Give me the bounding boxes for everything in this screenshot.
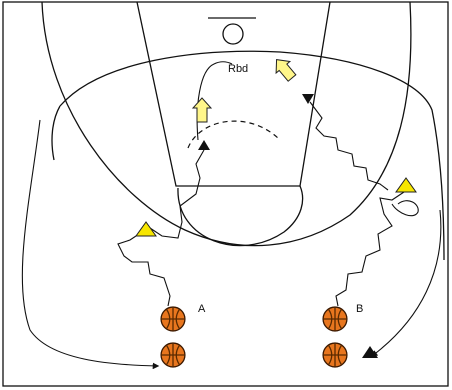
dribble-path-left: [117, 231, 171, 307]
rim: [222, 23, 244, 45]
basketball-icon: [160, 342, 186, 368]
dribble-path-left-up: [149, 149, 205, 239]
dribble-path-right: [335, 191, 405, 307]
basketball-icon: [322, 342, 348, 368]
player-b-label: B: [356, 303, 363, 315]
rebound-label: Rbd: [228, 63, 248, 75]
player-a-label: A: [198, 303, 206, 315]
right-loop: [391, 200, 419, 217]
basketball-icon: [322, 306, 348, 332]
free-throw-lane: [136, 1, 331, 187]
basketball-icon: [160, 306, 186, 332]
defender-bottom-right-icon: [362, 346, 378, 358]
defender-top-right-icon: [302, 94, 314, 104]
three-point-line: [41, 1, 412, 247]
outer-arc: [59, 50, 445, 261]
dribble-path-right-up: [309, 101, 389, 191]
left-cut-path: [21, 119, 160, 370]
defender-center-icon: [198, 140, 210, 150]
offense-left-icon: [135, 221, 157, 237]
screen-arrow-left: [191, 97, 213, 123]
free-throw-circle-dashed: [187, 120, 281, 149]
court-border: [2, 1, 449, 387]
offense-right-icon: [395, 177, 417, 193]
outer-arc-left: [51, 105, 61, 161]
free-throw-circle-solid: [177, 185, 304, 247]
right-cut-path: [370, 209, 442, 357]
screen-arrow-right: [275, 59, 297, 82]
